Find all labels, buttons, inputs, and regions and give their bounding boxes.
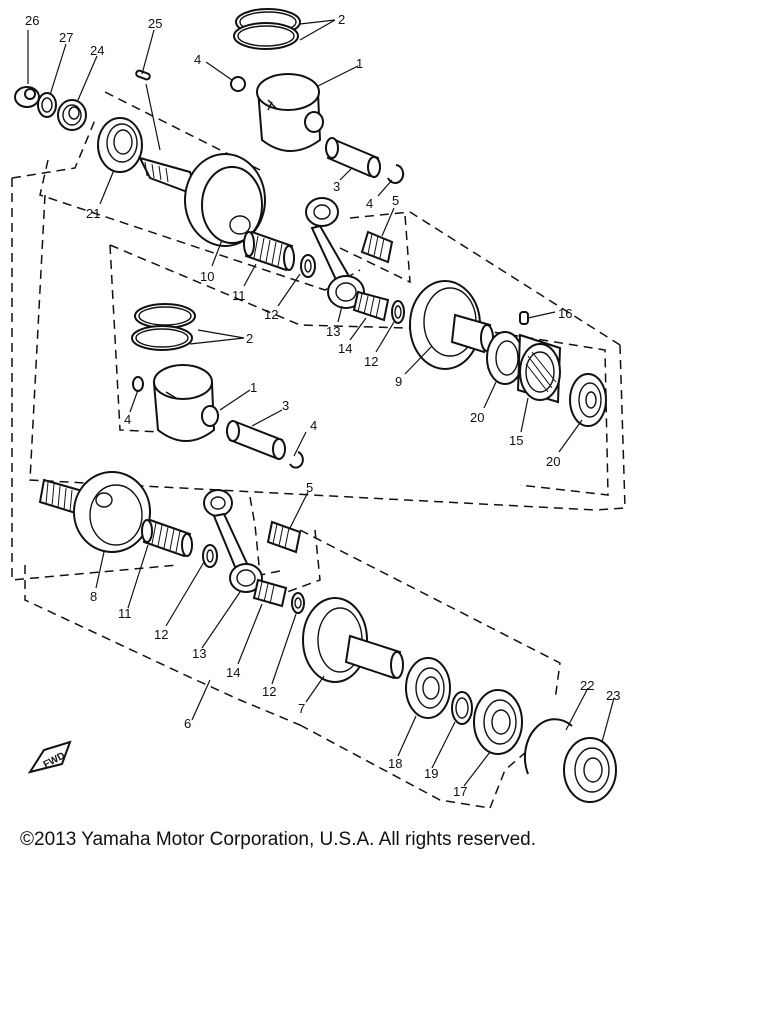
ref-label-26: 26 xyxy=(25,13,39,28)
part-14-big-end-bearing-lower xyxy=(252,578,288,608)
part-4-circlip-upper-b xyxy=(387,164,405,184)
fwd-arrow-icon: FWD xyxy=(27,740,72,774)
part-3-piston-pin-lower xyxy=(226,420,286,460)
part-19-washer xyxy=(451,691,473,725)
ref-label-3-lower: 3 xyxy=(282,398,289,413)
part-10-crank-half xyxy=(138,153,266,247)
part-4-circlip-lower-a xyxy=(132,376,144,392)
ref-label-15: 15 xyxy=(509,433,523,448)
ref-label-2-upper: 2 xyxy=(338,12,345,27)
ref-label-4-upper-a: 4 xyxy=(194,52,201,67)
ref-label-8: 8 xyxy=(90,589,97,604)
part-25-key xyxy=(135,69,151,81)
part-4-circlip-upper-a xyxy=(230,76,246,92)
part-20-seal-b xyxy=(569,373,607,427)
ref-label-22: 22 xyxy=(580,678,594,693)
ref-label-11-upper: 11 xyxy=(232,288,246,303)
part-24-oil-seal xyxy=(57,99,87,131)
ref-label-14-lower: 14 xyxy=(226,665,240,680)
ref-label-7: 7 xyxy=(298,701,305,716)
ref-label-12-c: 12 xyxy=(154,627,168,642)
part-16-dowel-pin xyxy=(519,311,529,325)
part-1-piston-upper xyxy=(256,73,324,152)
part-11-crankpin-lower xyxy=(141,518,193,558)
ref-label-19: 19 xyxy=(424,766,438,781)
ref-label-25: 25 xyxy=(148,16,162,31)
ref-label-23: 23 xyxy=(606,688,620,703)
part-5-small-end-bearing-lower xyxy=(266,520,302,554)
ref-label-20-b: 20 xyxy=(546,454,560,469)
ref-label-12-b: 12 xyxy=(364,354,378,369)
ref-label-5-lower: 5 xyxy=(306,480,313,495)
ref-label-6: 6 xyxy=(184,716,191,731)
part-12-thrust-washer-a xyxy=(300,254,316,278)
ref-label-1-lower: 1 xyxy=(250,380,257,395)
ref-label-5-upper: 5 xyxy=(392,193,399,208)
part-13-connecting-rod-upper xyxy=(305,197,365,309)
exploded-parts-diagram: FWD xyxy=(11,8,626,809)
ref-label-16: 16 xyxy=(558,306,572,321)
assembly-outline-lower xyxy=(24,496,561,809)
ref-label-12-d: 12 xyxy=(262,684,276,699)
part-8-crank-half xyxy=(38,471,151,553)
part-27-washer xyxy=(37,92,57,118)
part-1-piston-lower xyxy=(152,364,219,442)
part-4-circlip-lower-b xyxy=(289,451,304,469)
part-5-small-end-bearing-upper xyxy=(360,230,394,264)
part-7-crank-half xyxy=(302,597,404,683)
part-21-bearing xyxy=(97,117,143,173)
part-12-thrust-washer-c xyxy=(202,544,218,568)
ref-label-4-upper-b: 4 xyxy=(366,196,373,211)
ref-label-4-lower-a: 4 xyxy=(124,412,131,427)
part-3-piston-pin-upper xyxy=(325,137,381,178)
part-12-thrust-washer-b xyxy=(391,300,405,324)
ref-label-10: 10 xyxy=(200,269,214,284)
ref-label-21: 21 xyxy=(86,206,100,221)
ref-label-12-a: 12 xyxy=(264,307,278,322)
reference-numbers: 26 27 24 25 21 2 4 1 3 4 5 10 11 12 13 1… xyxy=(25,12,620,799)
part-2-piston-rings-lower xyxy=(131,303,196,351)
ref-label-2-lower: 2 xyxy=(246,331,253,346)
part-13-connecting-rod-lower xyxy=(203,489,263,593)
leader-lines xyxy=(27,19,615,787)
part-22-circlip xyxy=(523,718,573,775)
ref-label-13-lower: 13 xyxy=(192,646,206,661)
part-12-thrust-washer-d xyxy=(291,592,305,614)
part-26-nut xyxy=(14,86,40,108)
part-23-oil-seal xyxy=(563,737,617,803)
ref-label-4-lower-b: 4 xyxy=(310,418,317,433)
ref-label-3-upper: 3 xyxy=(333,179,340,194)
ref-label-18: 18 xyxy=(388,756,402,771)
part-17-bearing xyxy=(473,689,523,755)
ref-label-27: 27 xyxy=(59,30,73,45)
part-14-big-end-bearing-upper xyxy=(352,290,390,322)
ref-label-1-upper: 1 xyxy=(356,56,363,71)
ref-label-9: 9 xyxy=(395,374,402,389)
ref-label-13-upper: 13 xyxy=(326,324,340,339)
ref-label-20-a: 20 xyxy=(470,410,484,425)
assembly-outline-upper xyxy=(11,91,626,581)
part-15-labyrinth-seal xyxy=(516,333,562,404)
part-18-bearing xyxy=(405,657,451,719)
ref-label-14-upper: 14 xyxy=(338,341,352,356)
part-11-crankpin-upper xyxy=(243,230,295,272)
copyright-notice: ©2013 Yamaha Motor Corporation, U.S.A. A… xyxy=(20,829,536,850)
part-2-piston-rings-upper xyxy=(233,8,301,50)
ref-label-11-lower: 11 xyxy=(118,606,132,621)
ref-label-17: 17 xyxy=(453,784,467,799)
ref-label-24: 24 xyxy=(90,43,104,58)
